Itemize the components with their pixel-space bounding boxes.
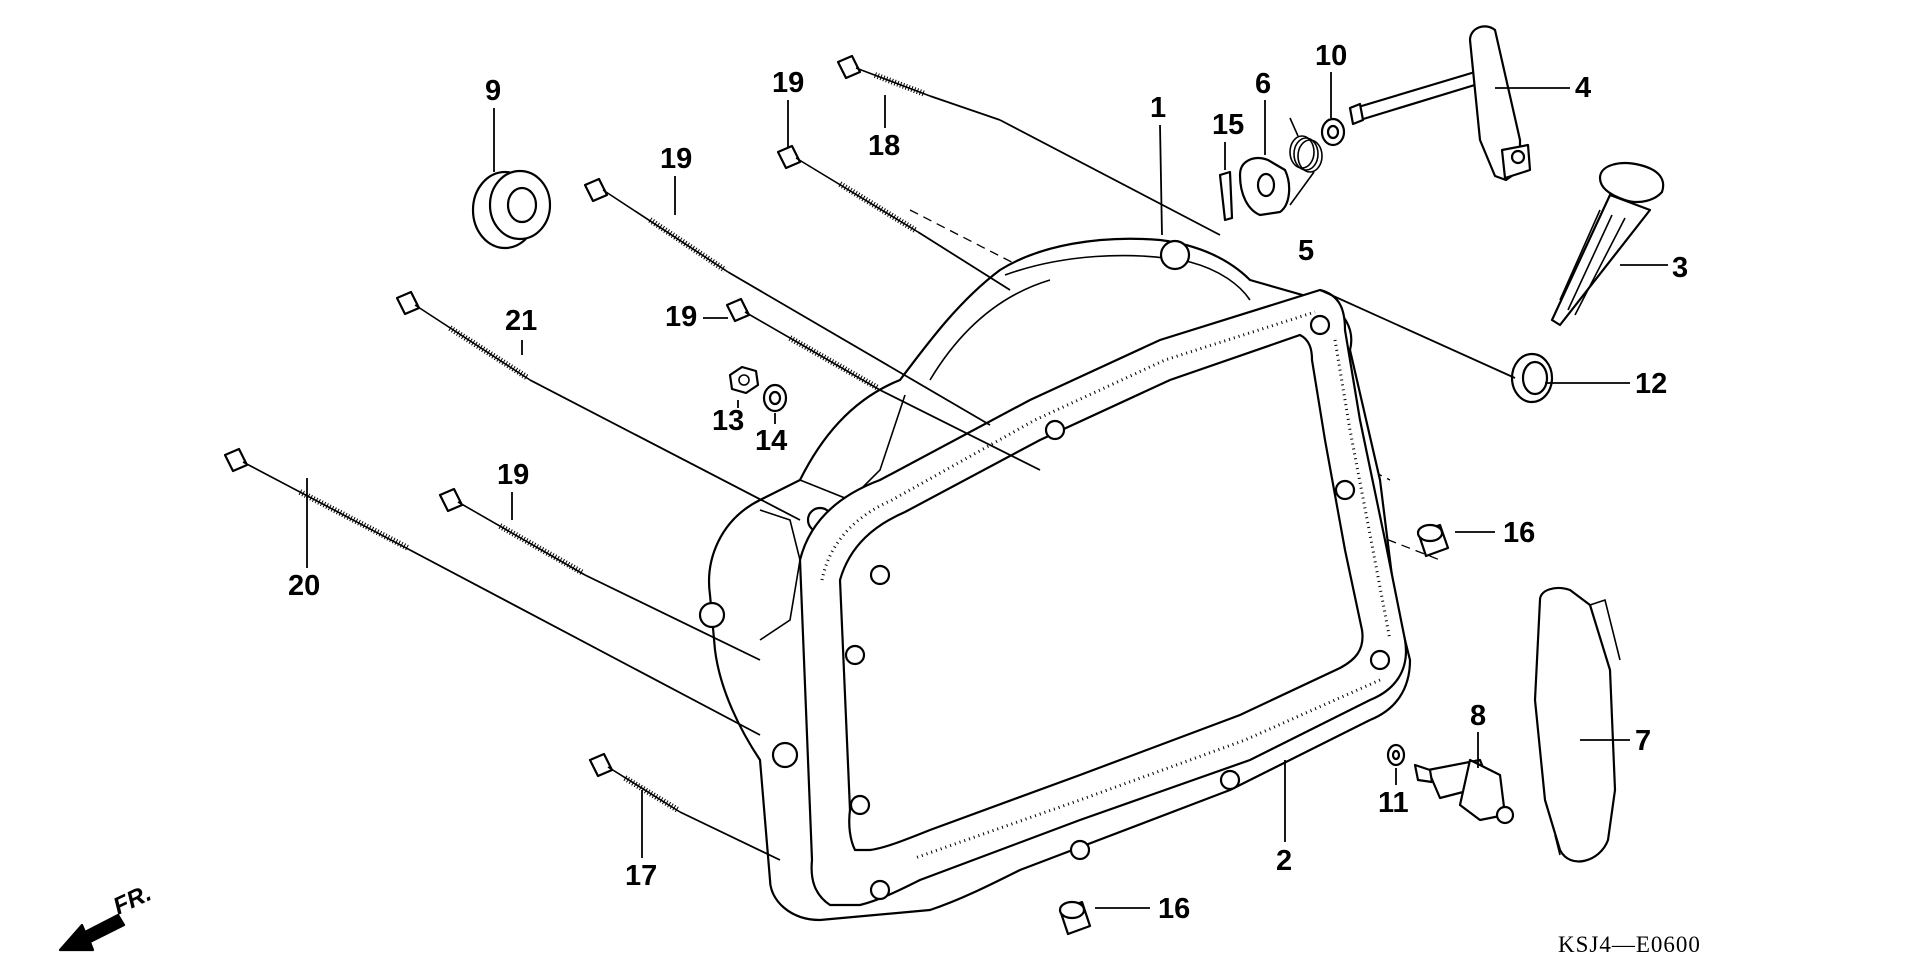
callout-11: 11 <box>1378 787 1409 819</box>
callout-9: 9 <box>485 75 501 107</box>
thrust-washer <box>1320 117 1346 147</box>
bolt-17 <box>588 752 681 813</box>
nut <box>728 365 760 395</box>
bolt-19-d <box>438 487 586 576</box>
dowel-pin-lower <box>1058 900 1150 936</box>
callout-3: 3 <box>1672 252 1688 284</box>
neutral-switch <box>1413 758 1515 825</box>
bolt-18 <box>836 54 1001 121</box>
bolt-19-c <box>725 297 881 391</box>
direction-label: FR. <box>109 880 155 921</box>
shift-plate <box>1238 157 1291 217</box>
sealing-washer <box>1386 743 1406 767</box>
bolt-19-a <box>776 144 919 233</box>
callout-19-a: 19 <box>772 67 804 99</box>
front-direction-arrow: FR. <box>58 880 156 952</box>
callout-13: 13 <box>712 405 744 437</box>
callout-16-lower: 16 <box>1158 893 1190 925</box>
callout-15: 15 <box>1212 109 1244 141</box>
callout-21: 21 <box>505 305 537 337</box>
bolt-19-b <box>583 177 729 273</box>
callout-5: 5 <box>1298 235 1314 267</box>
callout-1: 1 <box>1150 92 1166 124</box>
washer <box>762 383 788 413</box>
shift-arm <box>1348 25 1570 182</box>
callout-16-upper: 16 <box>1503 517 1535 549</box>
callout-19-b: 19 <box>660 143 692 175</box>
callout-19-d: 19 <box>497 459 529 491</box>
cover-gasket <box>798 288 1408 907</box>
callout-19-c: 19 <box>665 301 697 333</box>
callout-14: 14 <box>755 425 787 457</box>
callout-18: 18 <box>868 130 900 162</box>
dowel-pin-upper <box>1416 523 1495 558</box>
cotter-pin <box>1218 170 1234 222</box>
callout-6: 6 <box>1255 68 1271 100</box>
oil-seal <box>471 169 552 250</box>
callout-20: 20 <box>288 570 320 602</box>
callout-2: 2 <box>1276 845 1292 877</box>
callouts: 1 2 3 4 5 6 7 8 9 10 11 12 13 14 15 16 1… <box>288 40 1688 925</box>
callout-8: 8 <box>1470 700 1486 732</box>
callout-12: 12 <box>1635 368 1667 400</box>
bolt-20 <box>223 447 411 551</box>
o-ring <box>1319 289 1630 404</box>
diagram-reference-code: KSJ4—E0600 <box>1558 932 1701 957</box>
callout-7: 7 <box>1635 725 1651 757</box>
callout-10: 10 <box>1315 40 1347 72</box>
bolt-lead-lines <box>409 119 1221 861</box>
bolt-21 <box>395 290 531 381</box>
sprocket-cover <box>1533 586 1630 863</box>
callout-4: 4 <box>1575 72 1591 104</box>
return-spring <box>1289 117 1323 206</box>
callout-17: 17 <box>625 860 657 892</box>
oil-dipstick <box>1550 161 1668 327</box>
